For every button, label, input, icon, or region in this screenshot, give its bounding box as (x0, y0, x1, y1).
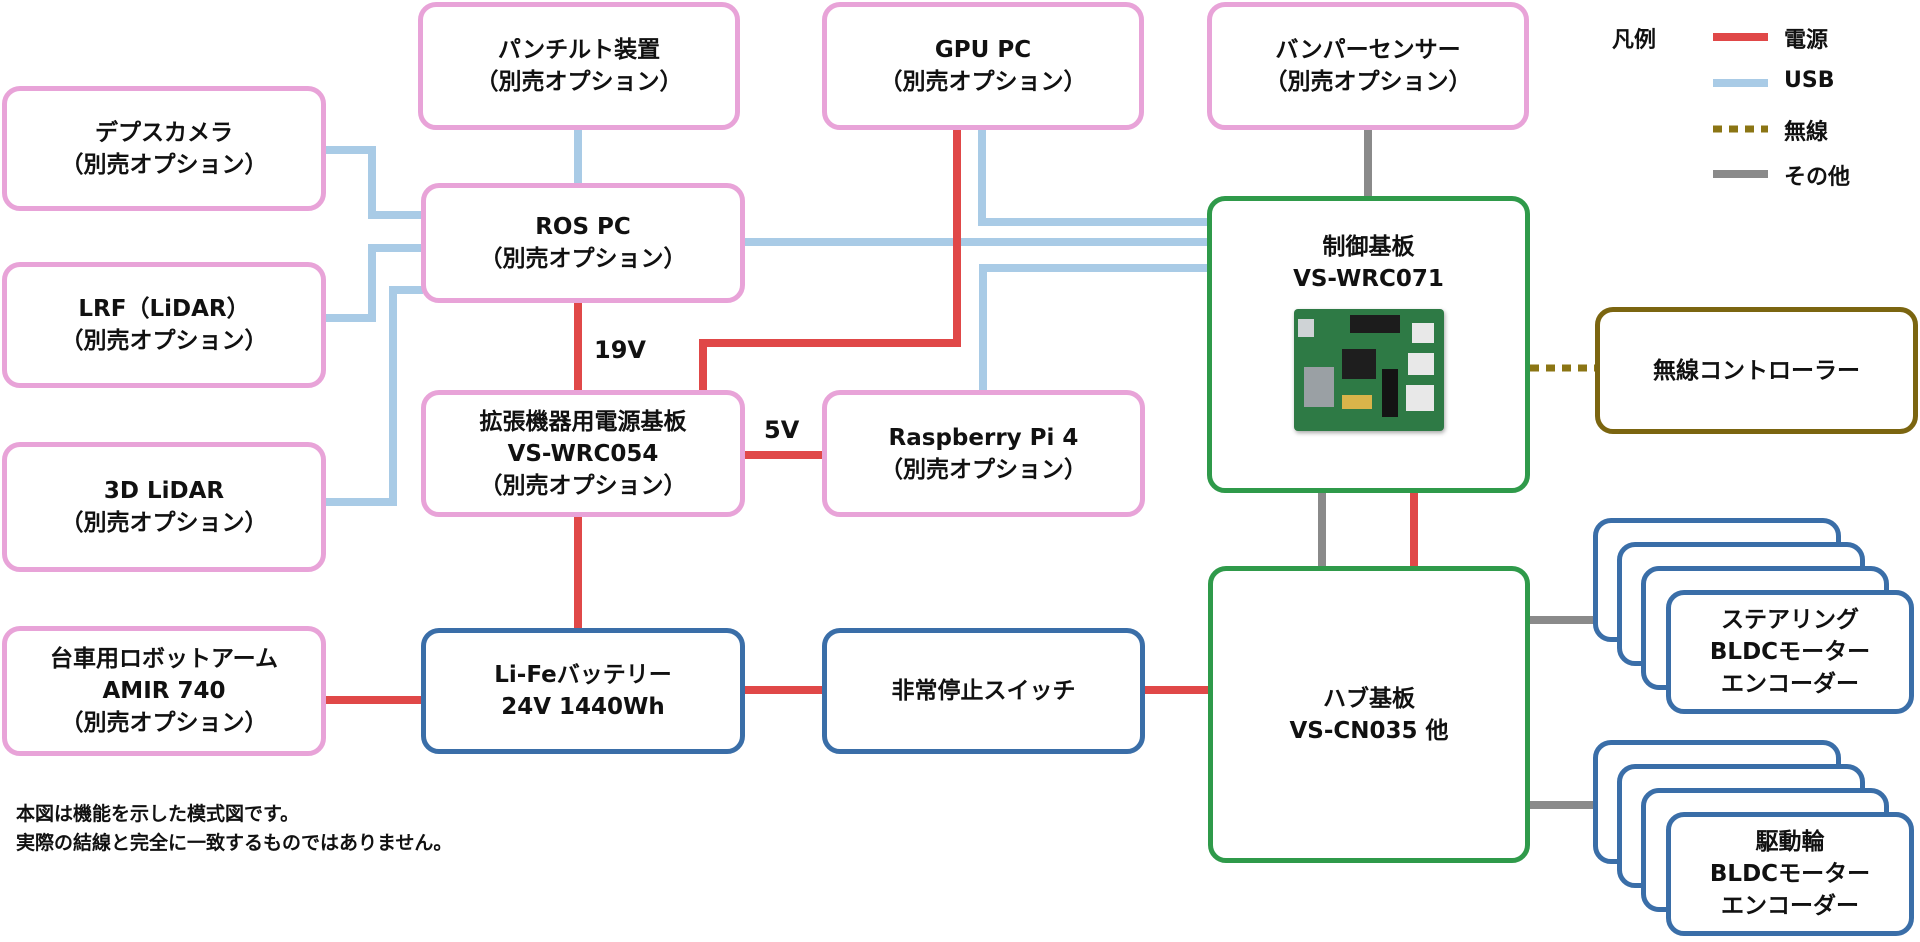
steering-title: ステアリング (1721, 607, 1859, 633)
control-board-model: VS-WRC071 (1293, 266, 1444, 292)
steering-motor-node: ステアリング BLDCモーター エンコーダー (1666, 590, 1914, 714)
hub-board-title: ハブ基板 (1323, 685, 1415, 712)
legend-title: 凡例 (1612, 28, 1657, 53)
usb-line-depthcam-ros (326, 146, 423, 219)
ros-pc-node: ROS PC （別売オプション） (421, 183, 745, 303)
estop-title: 非常停止スイッチ (891, 678, 1076, 704)
legend-label-other: その他 (1784, 165, 1851, 190)
battery-spec: 24V 1440Wh (501, 694, 665, 720)
gpu-pc-title: GPU PC (934, 37, 1032, 63)
gpu-pc-node: GPU PC （別売オプション） (822, 2, 1144, 130)
power-board-node: 拡張機器用電源基板 VS-WRC054 （別売オプション） (421, 390, 745, 517)
robot-arm-sub: （別売オプション） (60, 710, 268, 736)
lrf-node: LRF（LiDAR） （別売オプション） (2, 262, 326, 388)
pan-tilt-node: パンチルト装置 （別売オプション） (418, 2, 740, 130)
legend-label-usb: USB (1784, 68, 1835, 93)
note-line-2: 実際の結線と完全に一致するものではありません。 (16, 832, 453, 854)
bumper-sub: （別売オプション） (1264, 69, 1472, 95)
power-line-gpu (699, 130, 961, 392)
raspberry-pi-title: Raspberry Pi 4 (888, 424, 1079, 451)
legend-label-wireless: 無線 (1784, 120, 1829, 145)
drive-motor-node: 駆動輪 BLDCモーター エンコーダー (1666, 812, 1914, 936)
hub-board-model: VS-CN035 他 (1289, 717, 1449, 744)
usb-line-3dlidar-ros (326, 286, 423, 506)
usb-line-gpu-control (978, 130, 1208, 226)
drive-encoder: エンコーダー (1721, 893, 1859, 919)
legend-label-power: 電源 (1784, 28, 1829, 53)
robot-arm-title: 台車用ロボットアーム (50, 646, 278, 672)
wireless-controller-node: 無線コントローラー (1595, 307, 1918, 434)
control-board-node: 制御基板 VS-WRC071 (1207, 196, 1530, 493)
lrf-sub: （別売オプション） (60, 328, 268, 354)
battery-title: Li-Feバッテリー (494, 662, 672, 688)
power-board-model: VS-WRC054 (507, 440, 659, 467)
pan-tilt-title: パンチルト装置 (497, 37, 661, 63)
3d-lidar-title: 3D LiDAR (103, 478, 225, 504)
drive-motor: BLDCモーター (1709, 861, 1871, 887)
diagram-note: 本図は機能を示した模式図です。 実際の結線と完全に一致するものではありません。 (16, 800, 452, 858)
gpu-pc-sub: （別売オプション） (879, 69, 1087, 95)
raspberry-pi-node: Raspberry Pi 4 （別売オプション） (822, 390, 1145, 517)
depth-camera-sub: （別売オプション） (60, 151, 268, 178)
voltage-19v-label: 19V (594, 336, 646, 364)
bumper-title: バンパーセンサー (1275, 37, 1461, 63)
bumper-sensor-node: バンパーセンサー （別売オプション） (1207, 2, 1529, 130)
3d-lidar-sub: （別売オプション） (60, 510, 268, 536)
note-line-1: 本図は機能を示した模式図です。 (16, 803, 300, 825)
robot-arm-model: AMIR 740 (102, 678, 226, 704)
robot-arm-node: 台車用ロボットアーム AMIR 740 （別売オプション） (2, 626, 326, 756)
steering-encoder: エンコーダー (1721, 671, 1859, 697)
power-board-sub: （別売オプション） (479, 472, 687, 499)
raspberry-pi-sub: （別売オプション） (880, 456, 1087, 483)
steering-motor: BLDCモーター (1709, 639, 1871, 665)
hub-board-node: ハブ基板 VS-CN035 他 (1208, 566, 1530, 863)
wireless-controller-title: 無線コントローラー (1653, 357, 1860, 384)
drive-title: 駆動輪 (1755, 829, 1825, 855)
control-board-photo (1293, 309, 1444, 431)
3d-lidar-node: 3D LiDAR （別売オプション） (2, 442, 326, 572)
depth-camera-node: デプスカメラ （別売オプション） (2, 86, 326, 211)
power-board-title: 拡張機器用電源基板 (479, 408, 687, 435)
lrf-title: LRF（LiDAR） (78, 296, 250, 322)
ros-pc-title: ROS PC (535, 214, 631, 240)
ros-pc-sub: （別売オプション） (479, 246, 687, 272)
estop-node: 非常停止スイッチ (822, 628, 1145, 754)
usb-line-raspi-control (979, 264, 1208, 392)
control-board-title: 制御基板 (1322, 234, 1415, 260)
voltage-5v-label: 5V (764, 416, 800, 444)
battery-node: Li-Feバッテリー 24V 1440Wh (421, 628, 745, 754)
usb-line-lrf-ros (326, 244, 423, 322)
pan-tilt-sub: （別売オプション） (475, 69, 683, 95)
depth-camera-title: デプスカメラ (95, 119, 233, 146)
